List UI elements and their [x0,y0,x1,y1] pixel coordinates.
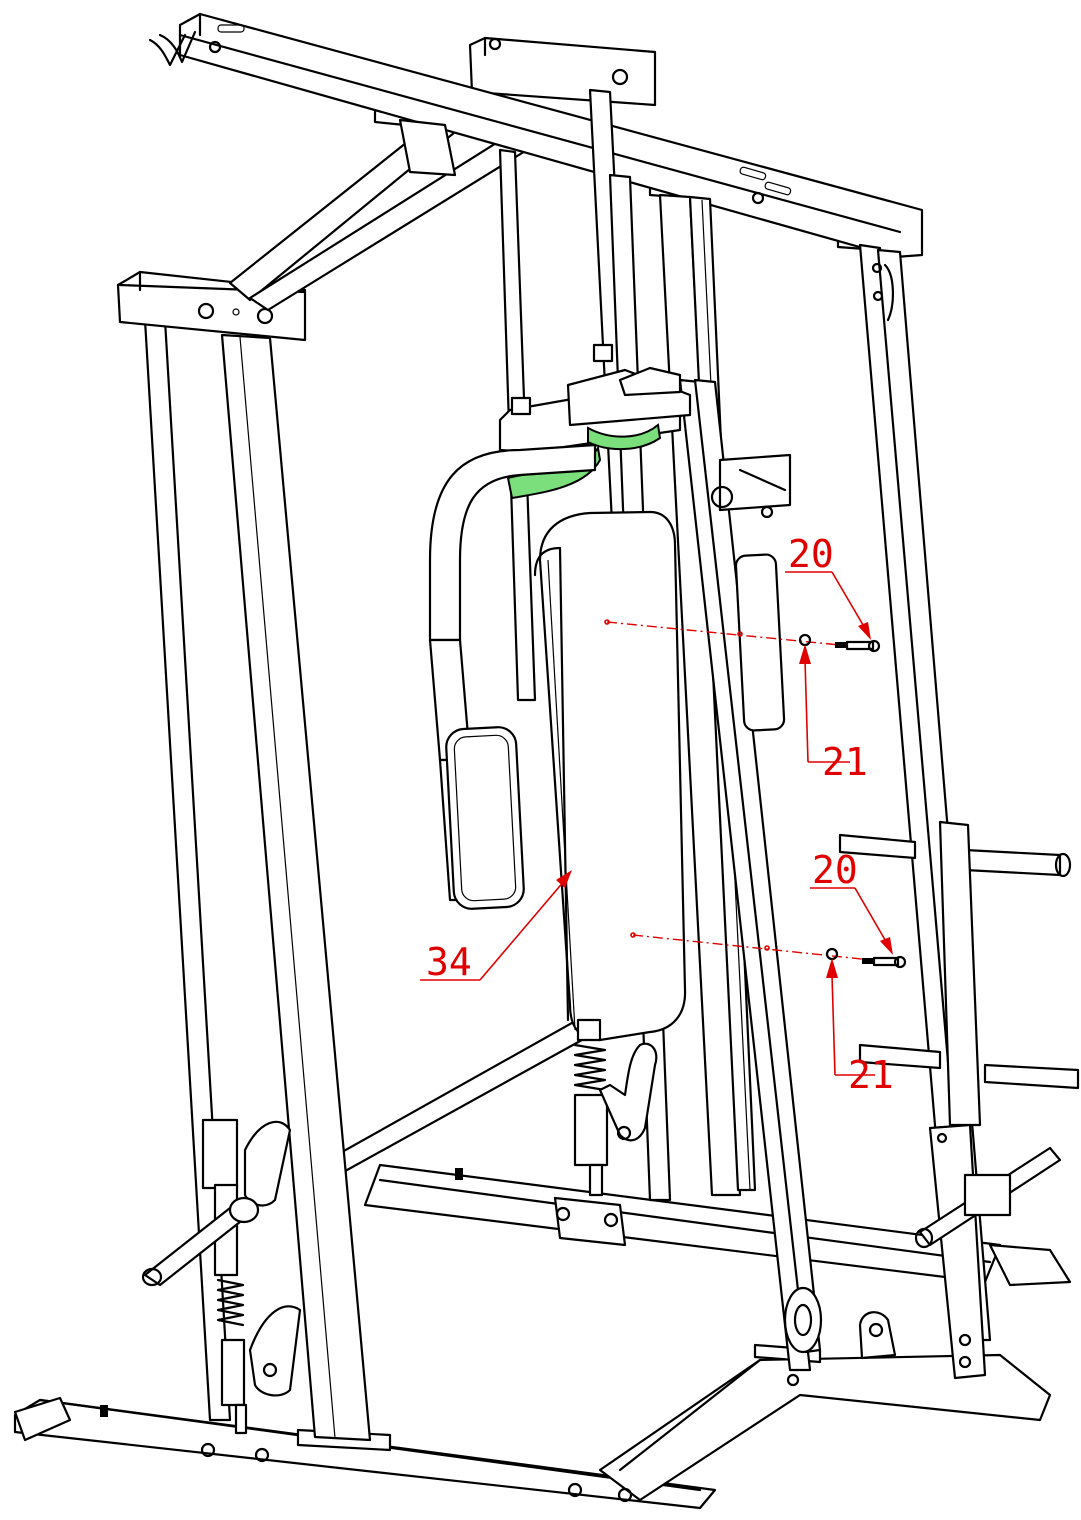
left-uprights [116,270,372,1442]
right-carriage [914,1123,1062,1380]
exploded-hardware [604,619,907,969]
seat-crosshead [498,343,692,454]
left-carriage [141,1118,302,1435]
rear-bracket [786,1311,897,1387]
back-pad [734,553,786,732]
callout-label-20-upper: 20 [788,532,834,576]
callout-20-lower: 20 [810,848,893,955]
center-spring [573,1018,658,1197]
callout-label-20-lower: 20 [812,848,858,892]
weight-horns [838,820,1080,1127]
top-frame [148,12,924,312]
callout-label-34: 34 [426,940,472,984]
callout-20-upper: 20 [785,532,871,640]
callout-21-upper: 21 [799,644,868,784]
callout-34: 34 [420,870,572,984]
center-column [658,193,822,1372]
callout-21-lower: 21 [826,958,894,1097]
seat-pad [533,510,687,1042]
hinge-clamp [710,453,792,519]
pulley [783,1286,823,1354]
base-frame [13,1008,1072,1510]
lower-pad [445,726,525,910]
